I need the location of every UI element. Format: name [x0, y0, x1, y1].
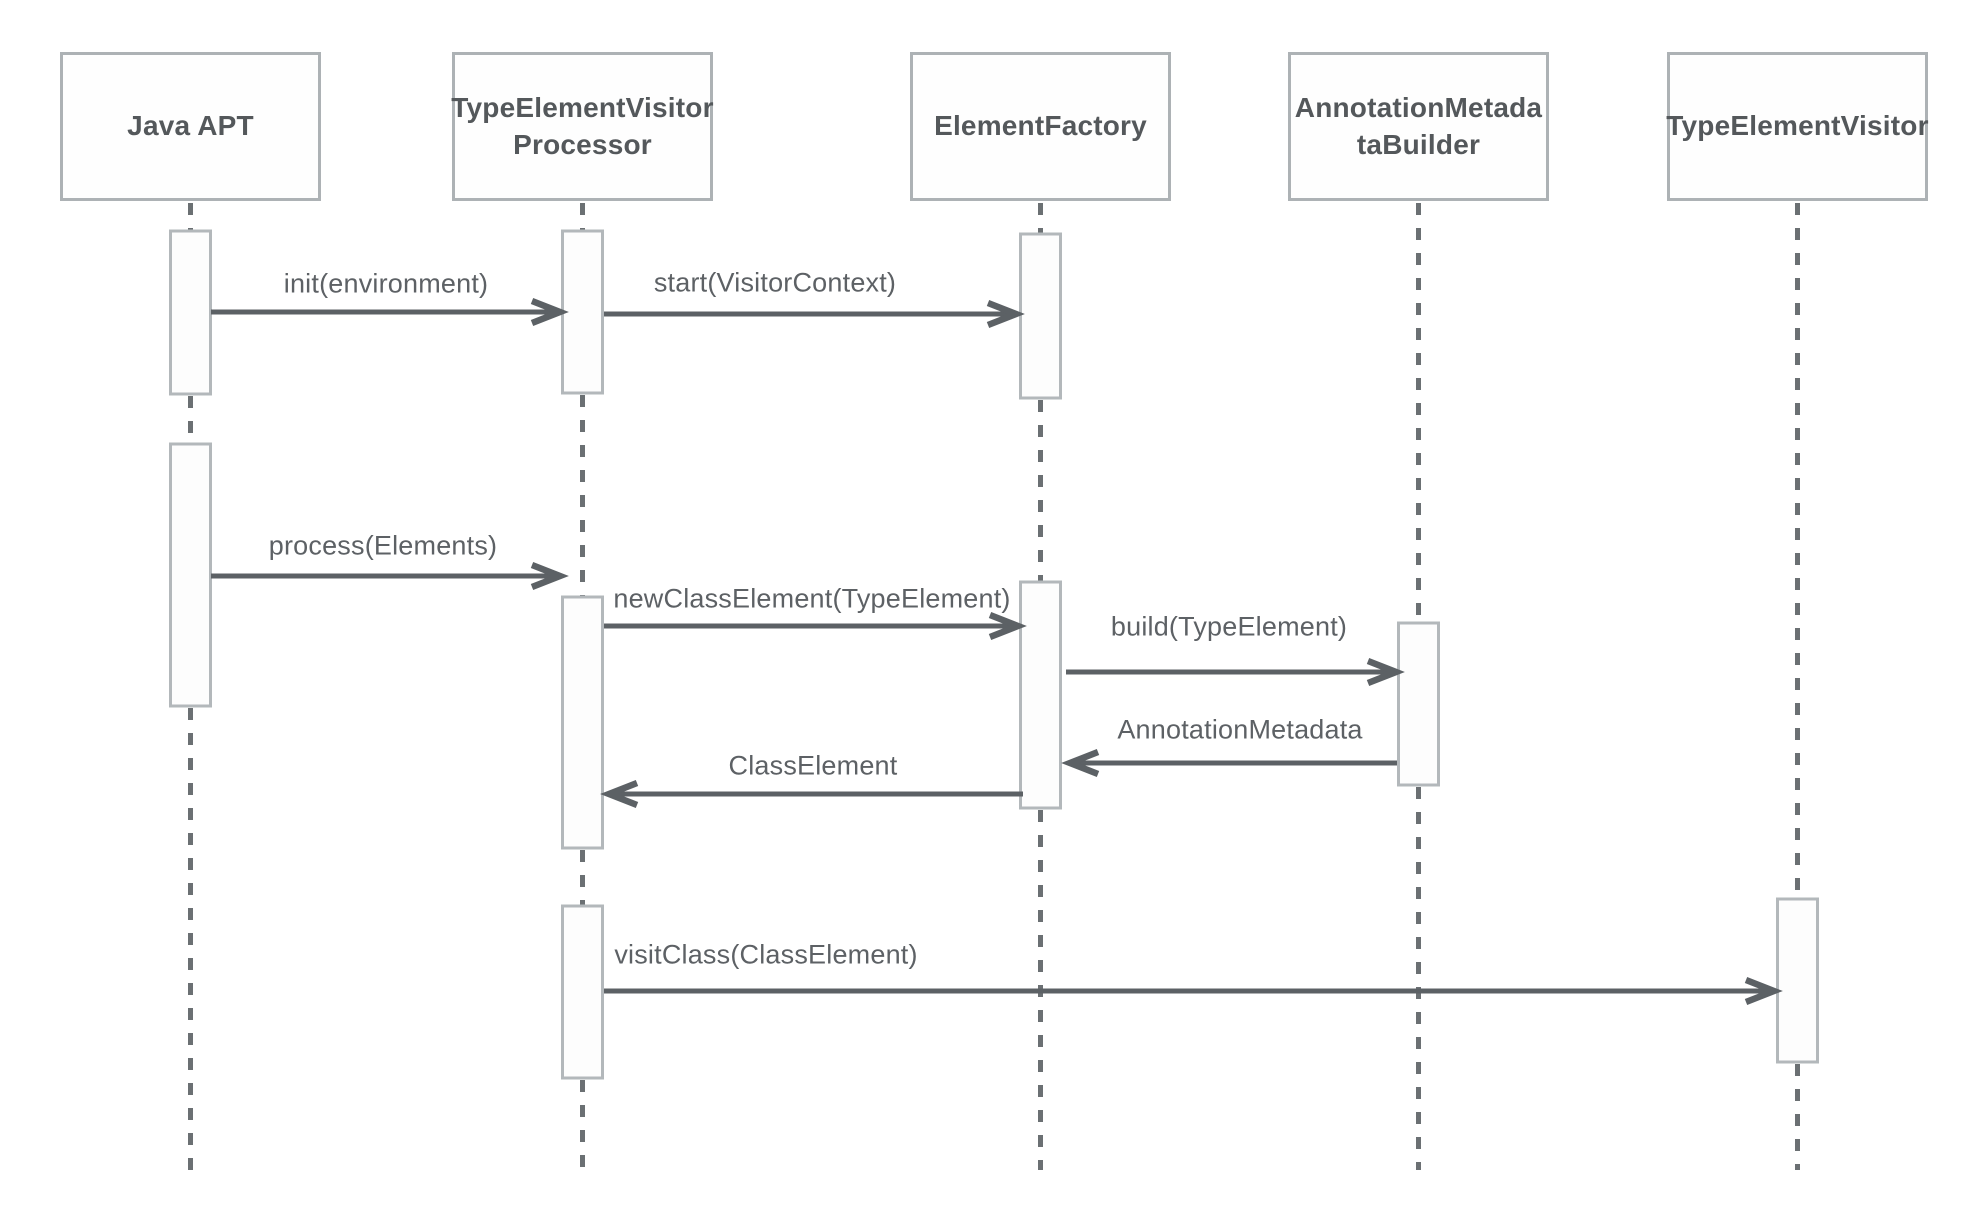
- participant-box-type-element-visitor-processor: TypeElementVisitor Processor: [451, 52, 714, 201]
- activation-bars-type-element-visitor: [1776, 897, 1819, 1064]
- arrow-annotation-metadata-return: [1061, 748, 1397, 778]
- message-label-process-elements: process(Elements): [268, 530, 498, 561]
- participant-box-annotation-metadata-builder: AnnotationMetada taBuilder: [1288, 52, 1549, 201]
- message-label-class-element: ClassElement: [728, 750, 898, 781]
- message-label-init-environment: init(environment): [283, 268, 489, 299]
- arrow-visit-class: [604, 976, 1783, 1006]
- arrow-start-visitor-context: [604, 299, 1025, 329]
- arrow-new-class-element: [604, 611, 1027, 641]
- participant-box-element-factory: ElementFactory: [910, 52, 1171, 201]
- arrow-init-environment: [211, 297, 569, 327]
- activation-bars-java-apt: [169, 229, 212, 708]
- message-label-start-visitor-context: start(VisitorContext): [653, 267, 897, 298]
- arrow-build-type-element: [1066, 657, 1405, 687]
- activation-bars-element-factory: [1019, 232, 1062, 810]
- message-label-annotation-metadata: AnnotationMetadata: [1117, 714, 1363, 745]
- arrow-process-elements: [211, 561, 569, 591]
- activation-bars-type-element-visitor-processor: [561, 229, 604, 1080]
- arrow-class-element-return: [600, 779, 1023, 809]
- message-label-build-type-element: build(TypeElement): [1110, 611, 1348, 642]
- participant-box-java-apt: Java APT: [60, 52, 321, 201]
- message-label-visit-class: visitClass(ClassElement): [614, 939, 918, 970]
- message-label-new-class-element: newClassElement(TypeElement): [613, 583, 1011, 614]
- participant-box-type-element-visitor: TypeElementVisitor: [1666, 52, 1929, 201]
- activation-bars-annotation-metadata-builder: [1397, 621, 1440, 787]
